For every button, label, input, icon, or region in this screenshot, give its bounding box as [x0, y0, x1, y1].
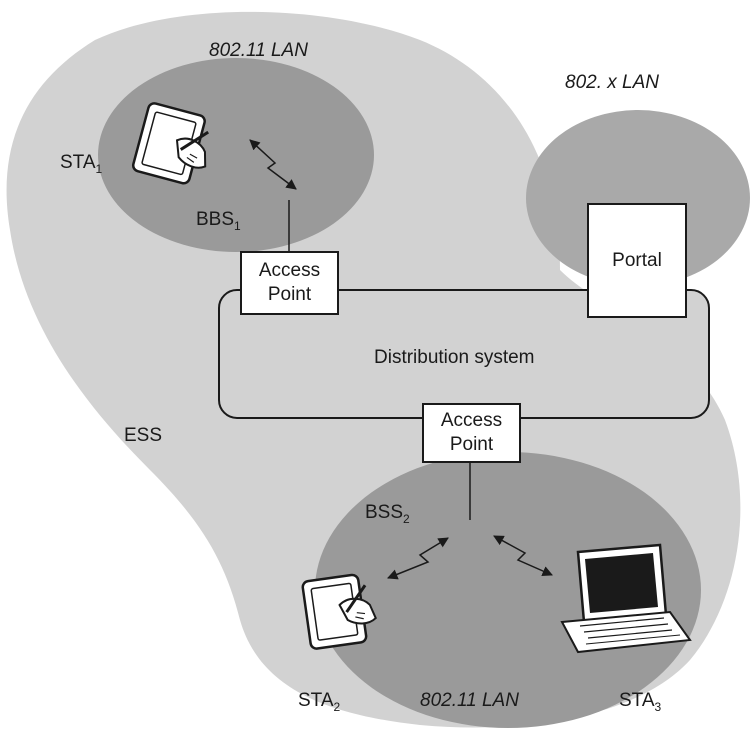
sta2-label: STA2	[298, 690, 341, 714]
lan-bottom-label: 802.11 LAN	[420, 690, 519, 711]
access-point-bottom-line1: Access	[440, 410, 503, 431]
tablet-icon-sta1	[131, 102, 210, 185]
lan-top-label: 802.11 LAN	[209, 40, 308, 61]
portal-box: Portal	[587, 203, 687, 318]
sta3-label: STA3	[619, 690, 662, 714]
bss2-label: BSS2	[365, 502, 410, 526]
tablet-icon-sta2	[301, 573, 377, 650]
bss1-base: BBS	[196, 209, 235, 230]
sta3-base: STA	[619, 690, 655, 711]
wireless-link-sta2	[387, 537, 449, 580]
other-lan-region	[526, 110, 750, 286]
distribution-system-label: Distribution system	[374, 347, 535, 368]
sta3-sub: 3	[654, 700, 662, 714]
access-point-top-box: Access Point	[240, 251, 339, 315]
sta2-sub: 2	[333, 700, 341, 714]
sta1-sub: 1	[95, 162, 103, 176]
access-point-bottom-box: Access Point	[422, 403, 521, 463]
laptop-icon-sta3	[560, 543, 692, 654]
bss2-base: BSS	[365, 502, 404, 523]
sta1-base: STA	[60, 152, 96, 173]
sta2-base: STA	[298, 690, 334, 711]
bss2-sub: 2	[403, 512, 410, 526]
wireless-link-sta3	[493, 535, 553, 576]
sta1-label: STA1	[60, 152, 103, 176]
access-point-top-line2: Point	[267, 284, 312, 305]
access-point-bottom-line2: Point	[449, 434, 494, 455]
access-point-top-line1: Access	[258, 260, 321, 281]
lan-other-label: 802. x LAN	[565, 72, 659, 93]
ess-label: ESS	[124, 425, 163, 446]
wireless-link-sta1	[249, 139, 297, 190]
bss1-sub: 1	[234, 219, 241, 233]
portal-label: Portal	[612, 249, 662, 271]
bss1-label: BBS1	[196, 209, 241, 233]
bss2-region	[315, 452, 701, 728]
